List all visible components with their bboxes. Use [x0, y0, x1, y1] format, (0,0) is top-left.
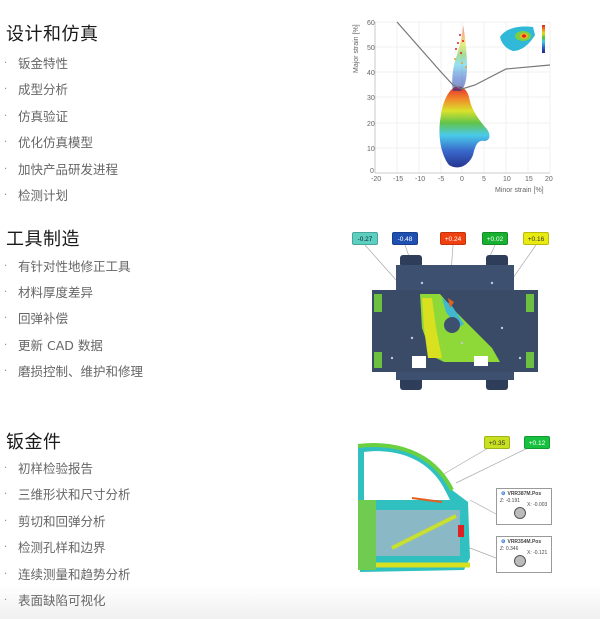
deviation-badge: +0.16 — [523, 232, 549, 245]
section-title: 工具制造 — [6, 229, 80, 250]
svg-text:20: 20 — [545, 176, 553, 183]
svg-text:30: 30 — [367, 95, 375, 102]
svg-text:-5: -5 — [438, 176, 444, 183]
svg-text:0: 0 — [460, 176, 464, 183]
svg-text:10: 10 — [503, 176, 511, 183]
svg-text:50: 50 — [367, 45, 375, 52]
deviation-badge: +0.12 — [524, 436, 550, 449]
tool-render — [364, 244, 538, 390]
svg-text:40: 40 — [367, 70, 375, 77]
deviation-badge: +0.24 — [440, 232, 466, 245]
door-deviation-figure: +0.35 +0.12 VRR387M.Pos Z: -0.191 X: -0.… — [352, 430, 558, 590]
svg-text:15: 15 — [525, 176, 533, 183]
deviation-badge: +0.35 — [484, 436, 510, 449]
measurement-callout: VRR387M.Pos Z: -0.191 X: -0.003 — [496, 488, 552, 525]
inset-part-colormap — [500, 25, 545, 53]
probe-icon — [514, 555, 526, 567]
deviation-badge: -0.27 — [352, 232, 378, 245]
deviation-badge: +0.02 — [482, 232, 508, 245]
x-axis-label: Minor strain [%] — [495, 187, 544, 194]
svg-text:-15: -15 — [393, 176, 403, 183]
svg-text:10: 10 — [367, 146, 375, 153]
svg-text:0: 0 — [370, 168, 374, 175]
svg-text:60: 60 — [367, 20, 375, 27]
svg-text:20: 20 — [367, 121, 375, 128]
y-axis-label: Major strain [%] — [353, 24, 360, 73]
probe-icon — [514, 507, 526, 519]
measurement-callout: VRR354M.Pos Z: 0.346 X: -0.121 — [496, 536, 552, 573]
svg-text:-10: -10 — [415, 176, 425, 183]
svg-text:5: 5 — [482, 176, 486, 183]
svg-text:-20: -20 — [371, 176, 381, 183]
deviation-badge: -0.48 — [392, 232, 418, 245]
door-render — [357, 443, 537, 572]
section-title: 设计和仿真 — [6, 24, 99, 45]
tool-deviation-figure: -0.27 -0.48 +0.24 +0.02 +0.16 — [352, 228, 558, 398]
forming-limit-chart: 60 50 40 30 20 10 0 -20 -15 -10 -5 0 5 1… — [345, 15, 560, 195]
section-title: 钣金件 — [6, 432, 62, 453]
flc-plot: 60 50 40 30 20 10 0 -20 -15 -10 -5 0 5 1… — [353, 20, 553, 194]
